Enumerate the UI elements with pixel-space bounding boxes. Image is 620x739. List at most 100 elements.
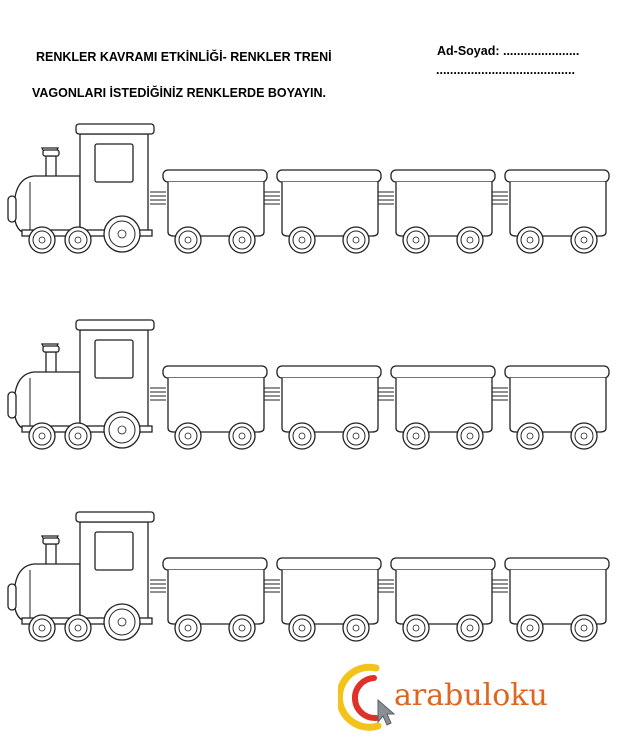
wagon-body [395,378,493,433]
wagon-body [167,378,265,433]
wheel [174,614,202,642]
wagon [276,169,382,254]
wheel [570,614,598,642]
cab-window [94,339,134,379]
wagon [276,557,382,642]
wagon-rim [162,365,268,379]
wheel [28,422,56,450]
logo-text: arabuloku [394,678,548,713]
wagon [504,169,610,254]
coupler [149,387,167,401]
cab-window [94,143,134,183]
wheel [174,226,202,254]
wheel [174,422,202,450]
wheel [288,614,316,642]
front-lamp [7,195,17,223]
coupler [377,579,395,593]
wagon-rim [162,169,268,183]
wagon-rim [504,169,610,183]
train [7,511,610,642]
chimney [45,351,57,375]
wheel [516,226,544,254]
wagon-rim [390,169,496,183]
coupler [149,191,167,205]
cab-roof [75,123,155,135]
wagon-body [281,182,379,237]
wagon [504,365,610,450]
logo-arc-yellow [338,663,382,731]
wagon-rim [390,365,496,379]
cab-roof [75,511,155,523]
wheel [28,614,56,642]
wheel [342,614,370,642]
wheel [228,614,256,642]
wheel [570,422,598,450]
wheel [402,614,430,642]
wagon-body [395,182,493,237]
name-field-label: Ad-Soyad: ...................... [437,44,580,58]
train [7,123,610,254]
wheel [64,614,92,642]
coupler [491,387,509,401]
wagon [162,557,268,642]
chimney [45,155,57,179]
train [7,319,610,450]
wheel [228,422,256,450]
wheel [64,226,92,254]
wheel [28,226,56,254]
worksheet-title: RENKLER KAVRAMI ETKİNLİĞİ- RENKLER TRENİ [36,50,332,64]
wagon-body [167,570,265,625]
wheel [288,422,316,450]
wagon [390,557,496,642]
wheel [570,226,598,254]
wagon-rim [162,557,268,571]
arabuloku-logo: arabuloku [338,663,548,731]
wheel [228,226,256,254]
wagon-rim [504,365,610,379]
wheel [342,422,370,450]
wagon [162,365,268,450]
wagon [162,169,268,254]
big-wheel [103,603,141,641]
front-lamp [7,583,17,611]
coupler [263,387,281,401]
coupler [263,191,281,205]
wheel [402,422,430,450]
wagon-body [509,182,607,237]
wagon [276,365,382,450]
big-wheel [103,411,141,449]
coupler [377,191,395,205]
logo-arc-red [351,675,379,722]
locomotive-boiler [13,371,81,431]
coupler [263,579,281,593]
cab-roof [75,319,155,331]
wagon-rim [276,169,382,183]
worksheet-instruction: VAGONLARI İSTEDİĞİNİZ RENKLERDE BOYAYIN. [32,86,327,100]
coupler [491,191,509,205]
wheel [456,226,484,254]
wheel [288,226,316,254]
wagon-body [509,378,607,433]
wagon-body [509,570,607,625]
wagon-body [281,570,379,625]
wagon [390,365,496,450]
cab-window [94,531,134,571]
wagon-body [281,378,379,433]
wagon [390,169,496,254]
name-field-line: ........................................ [436,63,575,77]
wheel [342,226,370,254]
wheel [402,226,430,254]
front-lamp [7,391,17,419]
wagon-body [395,570,493,625]
wagon-rim [276,365,382,379]
big-wheel [103,215,141,253]
wagon [504,557,610,642]
chimney [45,543,57,567]
coupler [149,579,167,593]
wheel [456,614,484,642]
wheel [456,422,484,450]
locomotive-boiler [13,175,81,235]
coupler [491,579,509,593]
locomotive-boiler [13,563,81,623]
